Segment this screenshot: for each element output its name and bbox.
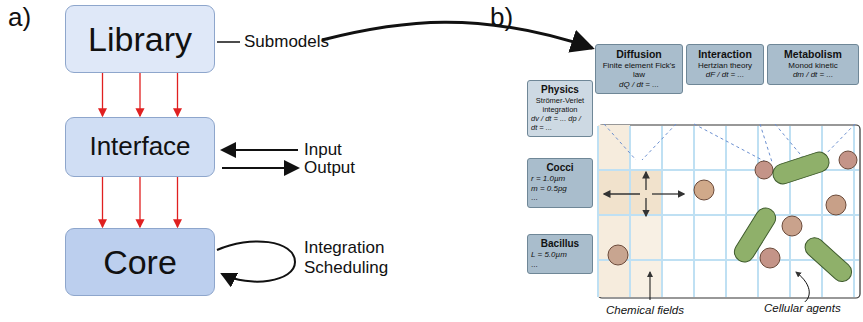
agent-box: BacillusL = 5.0µm... — [527, 234, 593, 274]
grid-line — [597, 126, 599, 297]
grid-line — [629, 126, 631, 297]
node-body: Hertzian theory — [690, 61, 760, 71]
connector — [139, 73, 140, 116]
grid-line — [789, 126, 791, 297]
agent-box: Coccir = 1.0µmm = 0.5pg... — [527, 158, 593, 208]
input-arrow — [222, 149, 298, 151]
node-title: Core — [66, 242, 214, 283]
connector — [177, 177, 178, 227]
node-body: dQ / dt = ... — [599, 80, 679, 90]
node-body: dv / dt = ... dp / dt = ... — [531, 114, 589, 132]
loop-arrow — [217, 241, 295, 281]
connector — [139, 177, 140, 227]
node-body: dm / dt = ... — [771, 70, 855, 80]
submodel-box: DiffusionFinite element Fick's lawdQ / d… — [595, 44, 683, 94]
bacillus-cells — [731, 150, 856, 286]
node-title: Diffusion — [599, 48, 679, 61]
node-body: L = 5.0µm — [531, 250, 589, 260]
node-body: m = 0.5pg — [531, 184, 589, 194]
submodel-box: InteractionHertzian theorydF / dt = ... — [686, 44, 764, 85]
connector — [102, 177, 103, 227]
node-title: Physics — [531, 84, 589, 96]
node-body: ... — [531, 260, 589, 270]
node-title: Bacillus — [531, 238, 589, 250]
connector — [177, 73, 178, 116]
physics-box: PhysicsStrömer-Verlet integrationdv / dt… — [527, 80, 593, 137]
grid-line — [853, 126, 855, 297]
node-body: Monod kinetic — [771, 61, 855, 71]
node-body: ... — [531, 193, 589, 203]
node-title: Cocci — [531, 162, 589, 174]
node-title: Metabolism — [771, 48, 855, 61]
panel-letter: a) — [8, 2, 31, 33]
leader-line — [650, 272, 651, 300]
simulation-panel — [598, 125, 860, 298]
node-title: Interaction — [690, 48, 760, 61]
panel-letter: b) — [490, 2, 513, 33]
grid-line — [693, 126, 695, 297]
library-box: Library — [65, 5, 215, 73]
interface-box: Interface — [65, 117, 215, 177]
node-title: Interface — [66, 131, 214, 162]
grid-line — [661, 126, 663, 297]
leader-line — [217, 41, 240, 43]
grid-line — [599, 214, 859, 216]
node-body: Finite element Fick's law — [599, 61, 679, 80]
output-arrow — [222, 167, 298, 169]
connector — [102, 73, 103, 116]
node-body: r = 1.0µm — [531, 174, 589, 184]
grid-line — [821, 126, 823, 297]
callout-label: Cellular agents — [762, 302, 843, 314]
leader-line — [796, 272, 809, 305]
core-box: Core — [65, 228, 215, 296]
grid-line — [725, 126, 727, 297]
submodels-arrow — [322, 22, 592, 48]
arrow-label: Integration Scheduling — [304, 238, 384, 279]
node-body: dF / dt = ... — [690, 70, 760, 80]
arrow-label: Input — [304, 140, 342, 160]
node-body: Strömer-Verlet integration — [531, 96, 589, 114]
diffusion-arrows — [604, 172, 684, 216]
arrow-label: Submodels — [244, 32, 329, 52]
callout-label: Chemical fields — [604, 304, 686, 316]
submodel-box: MetabolismMonod kineticdm / dt = ... — [767, 44, 859, 85]
arrow-label: Output — [304, 158, 355, 178]
node-title: Library — [66, 19, 214, 60]
